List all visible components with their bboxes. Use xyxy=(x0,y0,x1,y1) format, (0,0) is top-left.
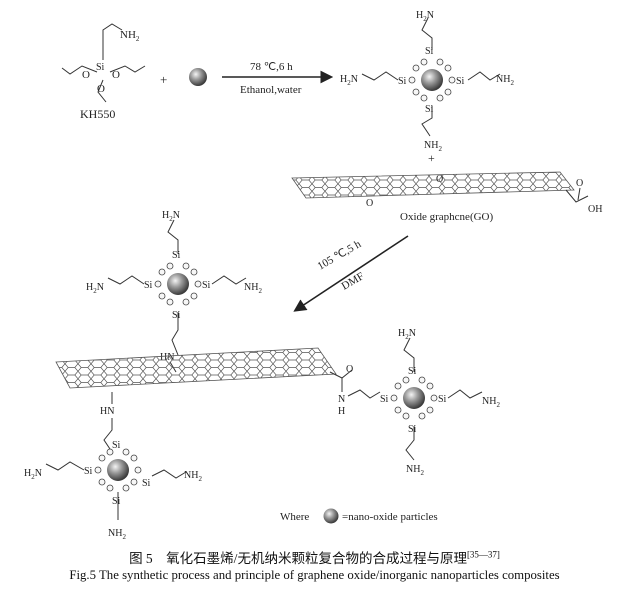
svg-text:NH2: NH2 xyxy=(108,528,126,541)
svg-text:NH2: NH2 xyxy=(184,470,202,483)
functionalized-nanoparticle-top: Si Si Si Si H2N H2N NH2 NH2 xyxy=(340,10,514,153)
svg-text:NH2: NH2 xyxy=(406,464,424,477)
kh550-o-bottom: O xyxy=(97,83,105,95)
svg-text:OH: OH xyxy=(588,204,602,215)
svg-text:NH2: NH2 xyxy=(482,396,500,409)
kh550-o-right: O xyxy=(112,69,120,81)
svg-text:NH2: NH2 xyxy=(424,140,442,153)
legend-where: Where xyxy=(280,511,309,523)
svg-text:H2N: H2N xyxy=(86,282,104,295)
svg-text:H2N: H2N xyxy=(340,74,358,87)
nano-oxide-particle xyxy=(189,68,207,86)
go-label: Oxide graphcne(GO) xyxy=(400,211,493,223)
kh550-si: Si xyxy=(96,62,105,73)
svg-text:Si: Si xyxy=(142,478,151,489)
svg-text:Si: Si xyxy=(425,46,434,57)
svg-text:H2N: H2N xyxy=(416,10,434,23)
svg-text:Si: Si xyxy=(112,440,121,451)
svg-text:O: O xyxy=(436,174,443,185)
svg-text:H2N: H2N xyxy=(398,328,416,341)
kh550-nh2: NH2 xyxy=(120,29,140,43)
svg-text:H2N: H2N xyxy=(24,468,42,481)
caption-reference: [35—37] xyxy=(466,549,500,560)
caption-english: Fig.5 The synthetic process and principl… xyxy=(69,568,560,582)
svg-text:NH2: NH2 xyxy=(496,74,514,87)
composite-graphene-sheet: HN O N H xyxy=(55,347,381,453)
legend-particle-icon xyxy=(323,508,339,524)
svg-text:Si: Si xyxy=(172,250,181,261)
legend: Where =nano-oxide particles xyxy=(280,508,438,524)
svg-text:Si: Si xyxy=(398,76,407,87)
svg-text:HN: HN xyxy=(100,406,114,417)
functionalized-nanoparticle-right: Si Si Si Si H2N NH2 NH2 xyxy=(380,328,500,477)
svg-text:H: H xyxy=(338,406,345,417)
svg-text:Si: Si xyxy=(202,280,211,291)
svg-text:Si: Si xyxy=(456,76,465,87)
kh550-molecule xyxy=(61,23,146,103)
step1-conditions-temp: 78 ℃,6 h xyxy=(250,61,293,73)
svg-text:O: O xyxy=(576,178,583,189)
svg-text:H2N: H2N xyxy=(162,210,180,223)
svg-text:Si: Si xyxy=(112,496,121,507)
svg-text:O: O xyxy=(346,364,353,375)
step2-conditions-temp: 105 ℃,5 h xyxy=(316,238,364,273)
svg-text:Si: Si xyxy=(172,310,181,321)
functionalized-nanoparticle-bottom: Si Si Si Si H2N NH2 NH2 xyxy=(24,440,202,541)
svg-text:Si: Si xyxy=(144,280,153,291)
step2-arrow xyxy=(293,235,409,312)
graphene-oxide-sheet: O O O OH xyxy=(291,171,602,215)
kh550-o-left: O xyxy=(82,69,90,81)
svg-text:Si: Si xyxy=(438,394,447,405)
svg-text:Si: Si xyxy=(408,366,417,377)
kh550-label: KH550 xyxy=(80,107,115,121)
svg-text:NH2: NH2 xyxy=(244,282,262,295)
svg-text:Si: Si xyxy=(380,394,389,405)
step2-conditions-solvent: DMF xyxy=(340,270,367,292)
plus-sign-1: + xyxy=(160,72,167,87)
caption-chinese: 图 5 氧化石墨烯/无机纳米颗粒复合物的合成过程与原理[35—37] xyxy=(129,549,500,567)
functionalized-nanoparticle-left: Si Si Si Si H2N H2N NH2 xyxy=(86,210,262,356)
step1-conditions-solvent: Ethanol,water xyxy=(240,84,302,96)
svg-text:O: O xyxy=(366,198,373,209)
svg-text:N: N xyxy=(338,394,345,405)
legend-desc: =nano-oxide particles xyxy=(342,511,438,523)
svg-text:Si: Si xyxy=(84,466,93,477)
svg-text:Si: Si xyxy=(425,104,434,115)
svg-text:Si: Si xyxy=(408,424,417,435)
plus-sign-2: + xyxy=(428,151,435,165)
